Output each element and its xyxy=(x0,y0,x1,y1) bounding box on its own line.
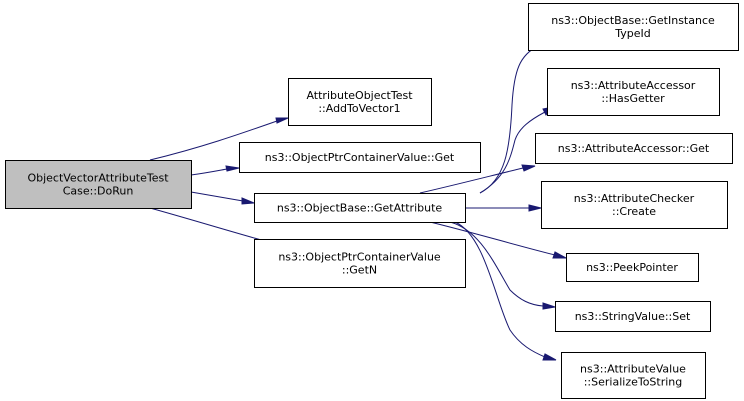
node-box xyxy=(288,78,432,126)
node-label: ns3::AttributeValue xyxy=(580,363,686,376)
edge-line xyxy=(190,191,244,202)
node-box xyxy=(254,239,466,288)
node-box xyxy=(239,142,481,173)
edge-line xyxy=(190,168,228,176)
arrowhead-icon xyxy=(542,353,557,361)
edge-getattribute-to-serialize xyxy=(454,221,557,361)
edge-line xyxy=(454,221,546,358)
node-box xyxy=(541,181,728,229)
node-label: ns3::StringValue::Set xyxy=(575,310,691,323)
node-label: ns3::ObjectBase::GetInstance xyxy=(551,14,715,27)
node-box xyxy=(555,301,711,332)
node-serialize[interactable]: ns3::AttributeValue::SerializeToString xyxy=(561,352,706,399)
edge-line xyxy=(449,221,544,307)
node-label: ns3::AttributeAccessor xyxy=(571,79,696,92)
edge-line xyxy=(419,167,524,194)
node-box xyxy=(535,133,733,164)
node-label: ::HasGetter xyxy=(601,92,665,105)
arrowhead-icon xyxy=(275,117,289,124)
node-ptrget[interactable]: ns3::ObjectPtrContainerValue::Get xyxy=(239,142,481,173)
arrowhead-icon xyxy=(521,164,536,172)
edge-line xyxy=(149,207,273,244)
node-label: ns3::ObjectPtrContainerValue xyxy=(278,251,441,264)
node-checkercreate[interactable]: ns3::AttributeChecker::Create xyxy=(541,181,728,229)
edge-line xyxy=(479,111,546,194)
edge-getattribute-to-stringset xyxy=(449,221,556,310)
node-peekpointer[interactable]: ns3::PeekPointer xyxy=(566,253,699,282)
arrowhead-icon xyxy=(528,204,542,212)
node-box xyxy=(566,253,699,282)
node-label: ::Create xyxy=(612,205,656,218)
arrowhead-icon xyxy=(542,302,556,310)
edge-root-to-ptrget xyxy=(190,165,240,176)
node-accessorget[interactable]: ns3::AttributeAccessor::Get xyxy=(535,133,733,164)
node-label: ::GetN xyxy=(342,264,377,277)
edge-line xyxy=(479,45,539,194)
node-label: AttributeObjectTest xyxy=(306,89,413,102)
node-label: ns3::ObjectBase::GetAttribute xyxy=(277,202,443,215)
node-label: ::SerializeToString xyxy=(584,376,683,389)
node-hasgetter[interactable]: ns3::AttributeAccessor::HasGetter xyxy=(547,68,720,116)
edge-line xyxy=(149,120,278,161)
arrowhead-icon xyxy=(225,165,240,172)
node-label: ObjectVectorAttributeTest xyxy=(27,172,169,185)
edge-getattribute-to-peekpointer xyxy=(429,221,567,259)
edge-line xyxy=(429,221,556,256)
arrowhead-icon xyxy=(241,197,255,205)
node-getattribute[interactable]: ns3::ObjectBase::GetAttribute xyxy=(254,193,466,223)
node-box xyxy=(254,193,466,223)
edge-root-to-getattribute xyxy=(190,191,255,205)
node-label: ns3::AttributeAccessor::Get xyxy=(558,142,710,155)
edge-getattribute-to-checkercreate xyxy=(464,204,542,212)
arrowhead-icon xyxy=(552,251,567,259)
node-label: TypeId xyxy=(614,27,651,40)
node-box xyxy=(561,352,706,399)
node-label: ns3::AttributeChecker xyxy=(574,192,695,205)
node-box xyxy=(528,3,739,51)
node-stringset[interactable]: ns3::StringValue::Set xyxy=(555,301,711,332)
node-addtovector[interactable]: AttributeObjectTest::AddToVector1 xyxy=(288,78,432,126)
node-label: ::AddToVector1 xyxy=(318,102,400,115)
node-box xyxy=(547,68,720,116)
node-getn[interactable]: ns3::ObjectPtrContainerValue::GetN xyxy=(254,239,466,288)
edge-root-to-addtovector xyxy=(149,117,289,161)
node-label: ns3::PeekPointer xyxy=(586,261,678,274)
node-label: Case::DoRun xyxy=(63,185,134,198)
node-box xyxy=(5,160,192,209)
edge-getattribute-to-accessorget xyxy=(419,164,536,194)
node-label: ns3::ObjectPtrContainerValue::Get xyxy=(265,151,455,164)
